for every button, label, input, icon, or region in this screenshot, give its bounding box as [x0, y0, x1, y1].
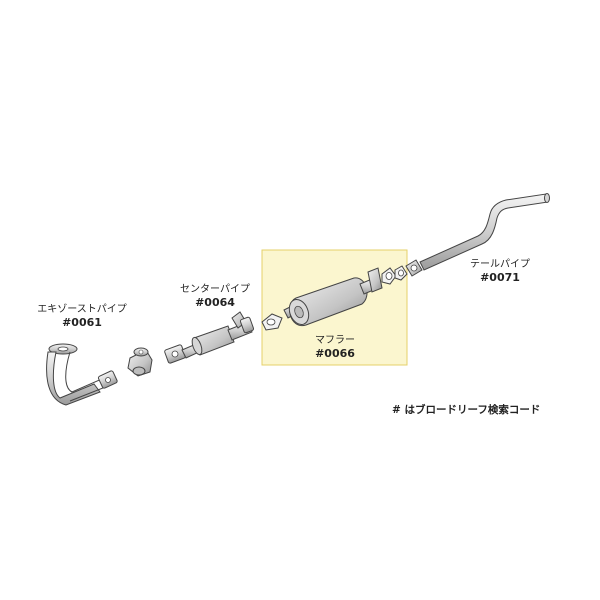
search-code-note: # はブロードリーフ検索コード — [392, 404, 541, 416]
exhaust-pipe-name: エキゾーストパイプ — [37, 304, 127, 315]
gasket-3[interactable] — [394, 265, 408, 281]
gasket-2[interactable] — [381, 267, 397, 285]
muffler-label: マフラー #0066 — [290, 334, 380, 360]
muffler-code: #0066 — [315, 347, 355, 360]
muffler-name: マフラー — [315, 335, 355, 346]
joint-part[interactable] — [127, 347, 153, 377]
muffler[interactable] — [283, 267, 383, 327]
tail-pipe-code: #0071 — [480, 271, 520, 284]
tail-pipe-label: テールパイプ #0071 — [450, 258, 550, 284]
tail-pipe[interactable] — [405, 193, 550, 277]
center-pipe-label: センターパイプ #0064 — [160, 283, 270, 309]
tail-pipe-name: テールパイプ — [470, 259, 530, 270]
center-pipe-code: #0064 — [195, 296, 235, 309]
exhaust-pipe[interactable] — [46, 343, 118, 406]
gasket-1[interactable] — [261, 313, 283, 331]
exhaust-pipe-code: #0061 — [62, 316, 102, 329]
exhaust-pipe-label: エキゾーストパイプ #0061 — [22, 303, 142, 329]
center-pipe[interactable] — [164, 311, 255, 364]
center-pipe-name: センターパイプ — [180, 284, 250, 295]
